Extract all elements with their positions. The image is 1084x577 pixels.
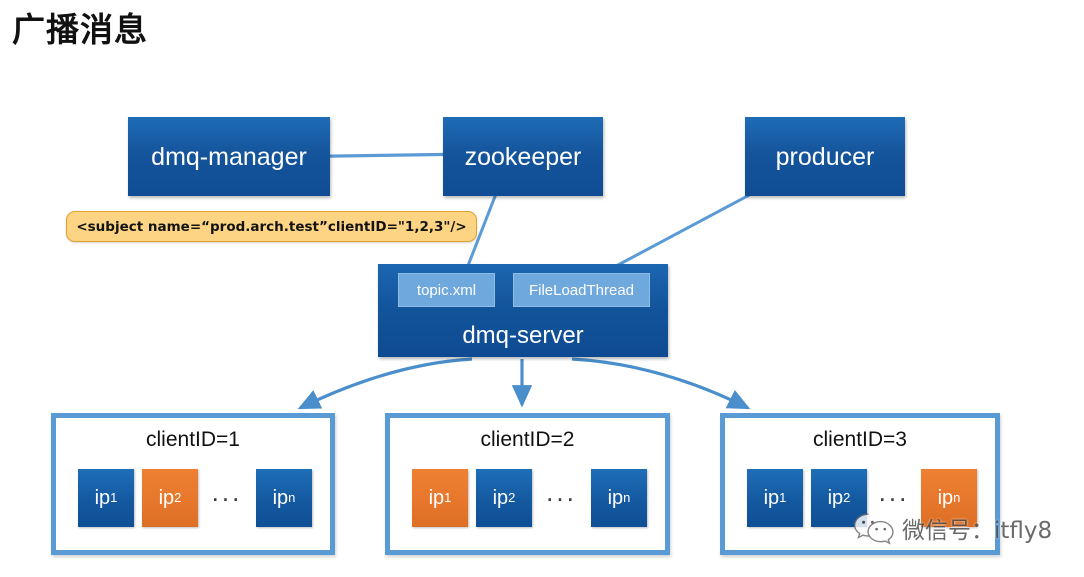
client-group-2-ellipsis: ... bbox=[546, 477, 577, 507]
node-dmq-server-label: dmq-server bbox=[462, 322, 584, 349]
client-group-2-title: clientID=2 bbox=[480, 428, 575, 451]
ip-chip-3-1-label: ip bbox=[763, 487, 780, 509]
ip-chip-1-2-label: ip bbox=[158, 487, 175, 509]
node-dmq-manager[interactable]: dmq-manager bbox=[128, 117, 330, 196]
arrow-server-client3 bbox=[571, 357, 751, 410]
ip-chip-2-2-label: ip bbox=[492, 487, 509, 509]
client-group-1-ellipsis: ... bbox=[211, 477, 243, 507]
ip-chip-2-n-index: n bbox=[623, 490, 631, 505]
arrow-server-client1 bbox=[297, 357, 473, 410]
ip-chip-3-n-index: n bbox=[953, 490, 961, 505]
node-dmq-manager-label: dmq-manager bbox=[151, 142, 307, 171]
ip-chip-1-1-index: 1 bbox=[110, 490, 118, 505]
node-file-load-thread[interactable]: FileLoadThread bbox=[513, 273, 650, 307]
node-producer-label: producer bbox=[775, 142, 875, 171]
ip-chip-3-2-index: 2 bbox=[843, 490, 851, 505]
client-group-1-title: clientID=1 bbox=[146, 428, 240, 451]
ip-chip-1-1-label: ip bbox=[94, 487, 111, 509]
ip-chip-3-1-index: 1 bbox=[779, 490, 787, 505]
client-group-3-title: clientID=3 bbox=[813, 428, 907, 451]
ip-chip-2-n-label: ip bbox=[607, 487, 624, 509]
node-zookeeper-label: zookeeper bbox=[464, 142, 582, 171]
ip-chip-2-1-index: 1 bbox=[444, 490, 452, 505]
ip-chip-3-2-label: ip bbox=[827, 487, 844, 509]
ip-chip-1-n-index: n bbox=[288, 490, 296, 505]
node-zookeeper[interactable]: zookeeper bbox=[443, 117, 603, 196]
ip-chip-3-n-label: ip bbox=[937, 487, 954, 509]
ip-chip-2-2-index: 2 bbox=[508, 490, 516, 505]
ip-chip-1-2-index: 2 bbox=[174, 490, 182, 505]
node-dmq-server[interactable]: topic.xml FileLoadThread dmq-server bbox=[378, 264, 668, 357]
ip-chip-1-n-label: ip bbox=[272, 487, 289, 509]
node-file-load-thread-label: FileLoadThread bbox=[528, 281, 635, 299]
ip-chip-2-1-label: ip bbox=[428, 487, 445, 509]
client-group-3-ellipsis: ... bbox=[878, 477, 910, 507]
subject-xml-callout: <subject name=“prod.arch.test”clientID="… bbox=[66, 211, 477, 242]
node-producer[interactable]: producer bbox=[745, 117, 905, 196]
node-topic-xml[interactable]: topic.xml bbox=[398, 273, 495, 307]
page-title: 广播消息 bbox=[12, 10, 148, 49]
node-topic-xml-label: topic.xml bbox=[416, 281, 477, 299]
